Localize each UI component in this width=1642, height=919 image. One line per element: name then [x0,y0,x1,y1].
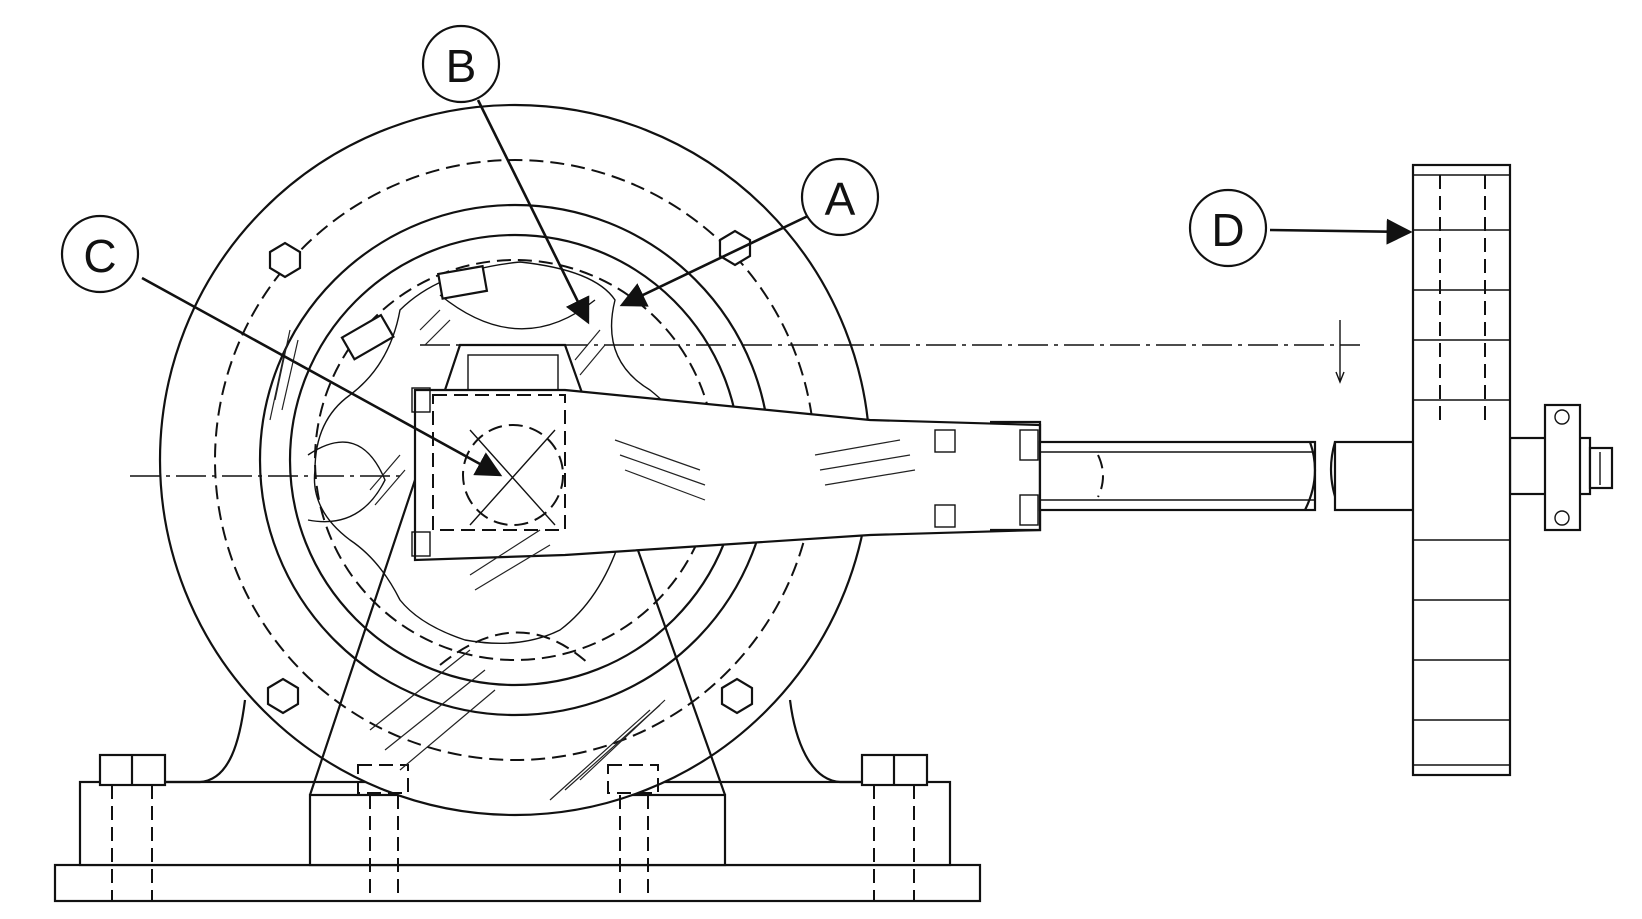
shaft-collar [1543,403,1582,532]
hatching [269,309,916,801]
callout-d-label: D [1211,204,1244,256]
base-bolt-left [98,753,167,900]
leader-lines [141,99,1413,477]
callout-d: D [1188,188,1268,268]
callout-a: A [800,157,880,237]
pedestal-holes [357,764,659,900]
callout-c: C [60,214,140,294]
callout-c-label: C [83,230,116,282]
shaft [1038,436,1614,512]
crank-arm [411,387,1042,562]
eccentric-disc [432,394,566,531]
callout-a-label: A [825,173,856,225]
center-lines [130,320,1360,477]
flywheel [1411,163,1512,777]
housing-bolts [266,229,754,715]
callout-b-label: B [446,40,477,92]
base-bolt-right [860,753,929,900]
callout-b: B [421,24,501,104]
